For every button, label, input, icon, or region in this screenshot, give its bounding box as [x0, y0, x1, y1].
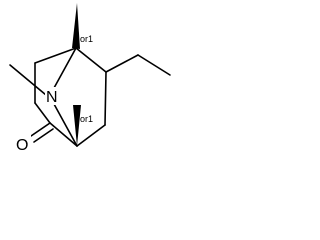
bond-c7-ethyl	[105, 54, 139, 73]
bond-n-c1	[53, 47, 77, 89]
molecule-structure: N O or1 or1	[9, 3, 171, 154]
bond-c1-c7	[75, 47, 107, 73]
bond-c4-c5	[49, 122, 78, 147]
stereo-label-bottom: or1	[80, 114, 93, 124]
wedge-bond-bottom-hydrogen	[73, 105, 81, 146]
nitrogen-label-background	[45, 87, 60, 105]
bond-c4-oxygen-a	[30, 122, 51, 137]
bond-c6-c5	[76, 124, 106, 147]
nitrogen-label: N	[46, 89, 58, 106]
bond-n-methyl	[9, 64, 47, 96]
bond-c1-c2	[34, 47, 77, 64]
stereo-label-top: or1	[80, 34, 93, 44]
bond-c7-c6	[104, 71, 107, 126]
oxygen-label: O	[16, 137, 28, 154]
oxygen-label-background	[15, 135, 31, 153]
bond-n-c5	[53, 103, 78, 147]
bond-c4-oxygen-b	[33, 128, 54, 143]
bond-c3-c4	[34, 102, 51, 124]
bond-ethyl-terminal	[137, 54, 171, 76]
wedge-bond-top-hydrogen	[72, 3, 80, 49]
